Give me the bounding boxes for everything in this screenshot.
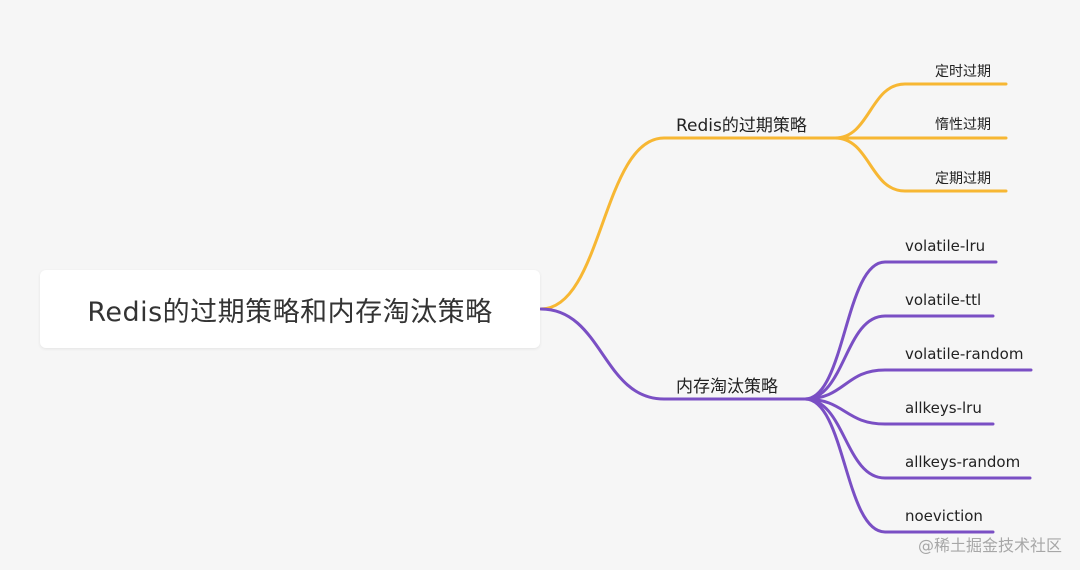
leaf-connector-eviction-3 [803, 397, 995, 426]
root-node[interactable]: Redis的过期策略和内存淘汰策略 [40, 270, 540, 348]
leaf-allkeys-random[interactable]: allkeys-random [905, 453, 1021, 471]
leaf-volatile-ttl[interactable]: volatile-ttl [905, 291, 982, 309]
leaf-connector-eviction-1 [803, 314, 995, 401]
leaf-volatile-random[interactable]: volatile-random [905, 345, 1024, 363]
leaf-lazy-expiration[interactable]: 惰性过期 [935, 117, 991, 133]
leaf-noeviction[interactable]: noeviction [905, 507, 983, 525]
leaf-connector-eviction-4 [803, 397, 1032, 480]
leaf-timed-expiration[interactable]: 定时过期 [935, 64, 991, 80]
branch-expiration-policy-label[interactable]: Redis的过期策略 [676, 116, 807, 136]
branch-expiration-connector [539, 136, 837, 311]
branch-eviction-connector [539, 307, 807, 401]
branch-memory-eviction-label[interactable]: 内存淘汰策略 [676, 377, 778, 397]
leaf-connector-eviction-2 [803, 368, 1033, 401]
watermark: @稀土掘金技术社区 [917, 536, 1062, 555]
root-node-label: Redis的过期策略和内存淘汰策略 [87, 296, 493, 328]
leaf-volatile-lru[interactable]: volatile-lru [905, 237, 986, 255]
leaf-connector-eviction-0 [803, 260, 998, 401]
leaf-allkeys-lru[interactable]: allkeys-lru [905, 399, 982, 417]
leaf-periodic-expiration[interactable]: 定期过期 [935, 171, 991, 187]
leaf-connector-eviction-5 [803, 397, 995, 534]
leaf-connector-expiration-2 [833, 136, 1008, 193]
leaf-connector-expiration-0 [833, 82, 1008, 140]
